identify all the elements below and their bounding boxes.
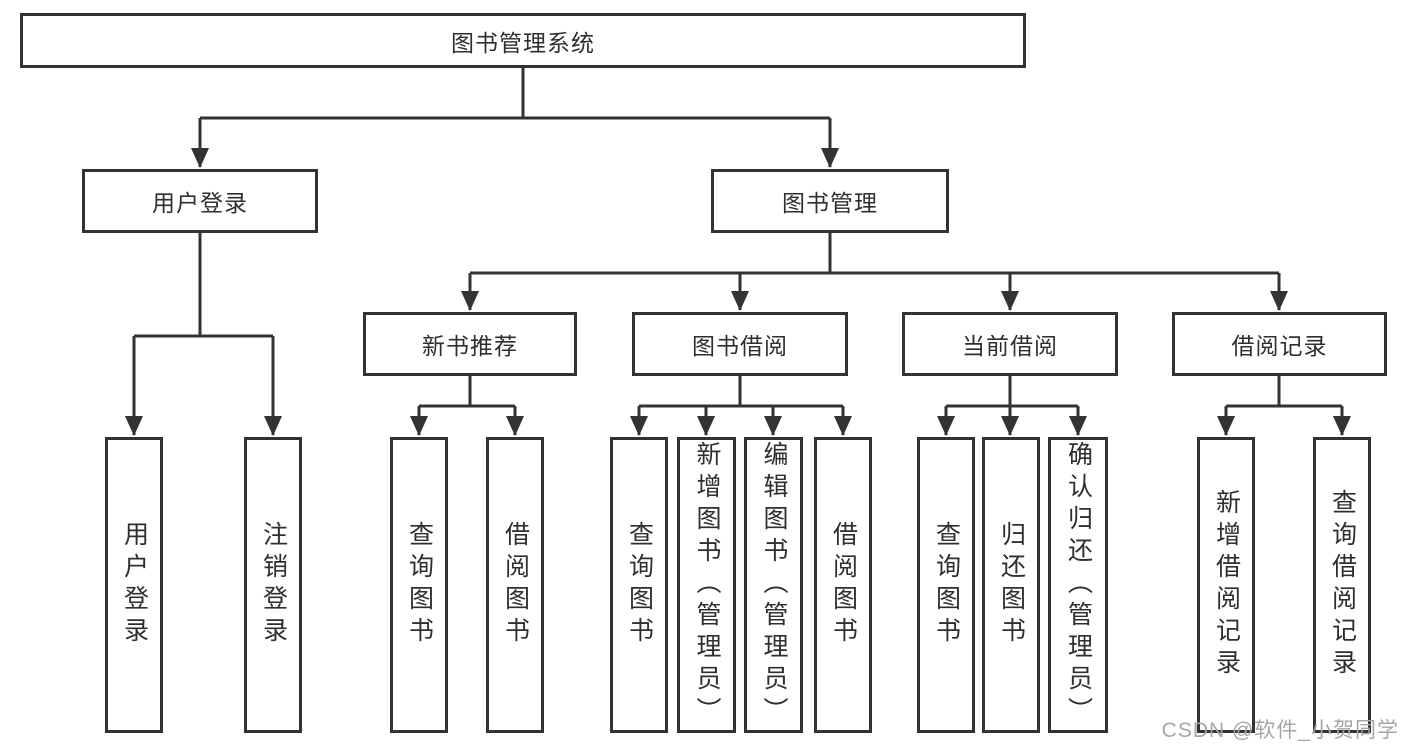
node-label: 用户登录 [120, 521, 149, 649]
node-root-library-system: 图书管理系统 [20, 13, 1026, 68]
node-label: 归还图书 [997, 521, 1026, 649]
leaf-query-borrow-record: 查询借阅记录 [1313, 437, 1371, 733]
node-label: 确认归还（管理员） [1064, 441, 1093, 729]
node-label: 当前借阅 [962, 333, 1058, 359]
node-label: 编辑图书（管理员） [760, 441, 788, 729]
leaf-confirm-return-admin: 确认归还（管理员） [1048, 437, 1108, 733]
node-new-book-recommendation: 新书推荐 [363, 312, 577, 376]
leaf-query-books-current: 查询图书 [917, 437, 975, 733]
leaf-add-books-admin: 新增图书（管理员） [677, 437, 736, 733]
leaf-return-books: 归还图书 [982, 437, 1040, 733]
node-book-management: 图书管理 [711, 169, 949, 233]
node-label: 图书管理 [782, 190, 878, 216]
node-borrowing-records: 借阅记录 [1172, 312, 1387, 376]
leaf-add-borrow-record: 新增借阅记录 [1197, 437, 1255, 733]
node-label: 查询图书 [932, 521, 961, 649]
leaf-query-books-recommend: 查询图书 [390, 437, 448, 733]
csdn-watermark: CSDN @软件_小贺同学 [1161, 719, 1399, 742]
node-label: 注销登录 [259, 521, 288, 649]
leaf-borrow-books-borrowing: 借阅图书 [814, 437, 872, 733]
leaf-user-login: 用户登录 [105, 437, 163, 733]
node-label: 借阅记录 [1231, 333, 1328, 359]
node-label: 查询借阅记录 [1328, 489, 1357, 681]
leaf-edit-books-admin: 编辑图书（管理员） [744, 437, 803, 733]
node-label: 借阅图书 [829, 521, 858, 649]
leaf-borrow-books-recommend: 借阅图书 [486, 437, 544, 733]
node-label: 新增借阅记录 [1212, 489, 1241, 681]
node-user-login: 用户登录 [82, 169, 318, 233]
node-label: 新增图书（管理员） [693, 441, 721, 729]
node-current-borrowing: 当前借阅 [902, 312, 1118, 376]
node-label: 借阅图书 [501, 521, 530, 649]
node-label: 图书借阅 [692, 333, 788, 359]
leaf-logout: 注销登录 [244, 437, 302, 733]
node-label: 查询图书 [625, 521, 654, 649]
node-book-borrowing: 图书借阅 [632, 312, 848, 376]
node-label: 查询图书 [405, 521, 434, 649]
node-label: 新书推荐 [422, 333, 518, 359]
node-label: 用户登录 [152, 190, 248, 216]
leaf-query-books-borrowing: 查询图书 [610, 437, 668, 733]
node-label: 图书管理系统 [451, 29, 595, 56]
